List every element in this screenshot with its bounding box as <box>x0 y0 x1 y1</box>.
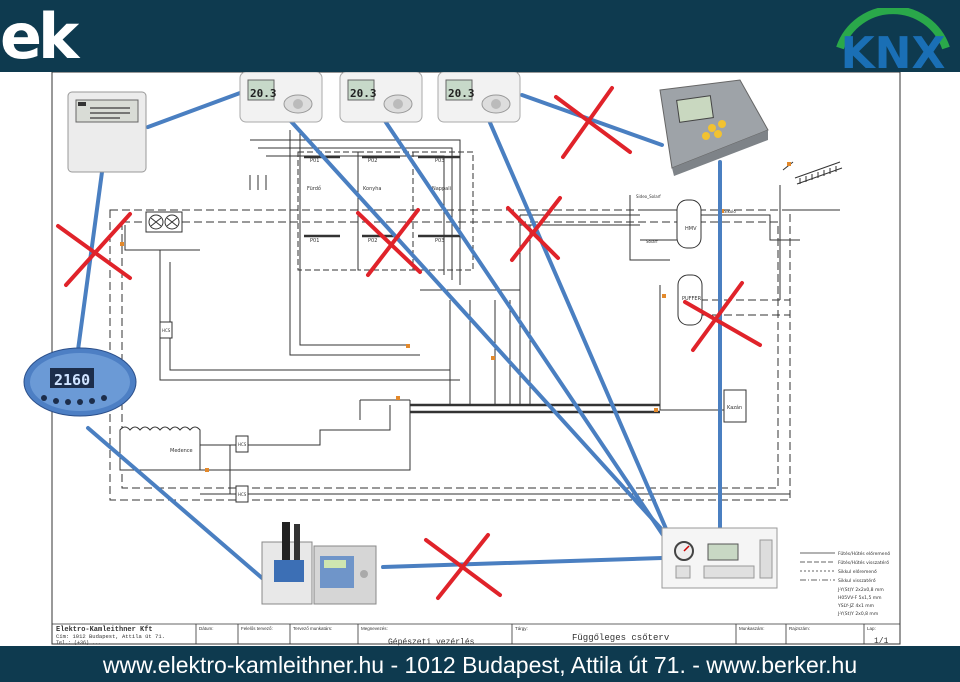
room-name: Konyha <box>363 186 381 192</box>
ac-controller <box>67 91 147 173</box>
footer-text: www.elektro-kamleithner.hu - 1012 Budape… <box>102 652 858 678</box>
room-labels: P01 P02 P03 Fürdő Konyha Nappali P01 P02… <box>307 158 451 244</box>
col-header: Tervező munkatárs: <box>293 626 332 631</box>
boiler: Kazán <box>723 389 747 423</box>
col-header: Munkaszám: <box>739 626 765 631</box>
knx-logo: KNX <box>836 8 950 72</box>
pool-dosing-station <box>261 522 377 605</box>
kazan-label: Kazán <box>727 404 742 411</box>
col-header: Lap: <box>867 626 876 631</box>
room-top-label: P03 <box>435 158 444 164</box>
room-bottom-label: P01 <box>310 238 319 244</box>
legend-item: Fűtés/Hűtés visszatérő <box>838 559 889 566</box>
hcs-label: HCS <box>162 328 171 333</box>
sikolo-label: Sikolo <box>724 209 736 214</box>
heat-exchangers: HCS HCS HCS <box>159 321 249 503</box>
pool-basin: Medence <box>119 426 201 471</box>
legend-item: J-Y(St)Y 2x0,8 mm <box>837 611 878 617</box>
fancoil-unit <box>145 211 183 233</box>
hcs-label: HCS <box>238 492 247 497</box>
col-header: Rajzszám: <box>789 626 810 631</box>
bus-connections <box>76 91 722 580</box>
solar-controller <box>659 79 769 176</box>
cross-mark <box>506 196 562 262</box>
room-top-label: P01 <box>310 158 319 164</box>
col-header: Dátum: <box>199 626 214 631</box>
legend-item: H05VV-F 5x1,5 mm <box>838 595 882 601</box>
hcs-label: HCS <box>238 442 247 447</box>
col-header: Tárgy: <box>515 626 528 631</box>
knx-text: KNX <box>841 28 946 72</box>
room-name: Nappali <box>432 186 451 192</box>
room-name: Fürdő <box>307 186 321 192</box>
title-block-text: Elektro-Kamleithner Kft Cím: 1012 Budape… <box>56 626 889 646</box>
legend-item: J-Y(St)Y 2x2x0,8 mm <box>837 587 884 593</box>
medence-label: Medence <box>170 448 193 454</box>
thermostat-display: 20.3 <box>350 87 377 100</box>
thermostat-display: 20.3 <box>250 87 277 100</box>
ek-logo: ek <box>0 0 79 73</box>
pipe-labels: Sideo_Solarf Solarf Sikolo <box>636 194 736 244</box>
cross-mark <box>554 86 632 159</box>
puffer-label: PUFFER <box>682 296 702 302</box>
company-address: Cím: 1012 Budapest, Attila út 71. <box>56 633 165 640</box>
room-bottom-label: P03 <box>435 238 444 244</box>
cross-mark <box>56 212 132 287</box>
thermostat-display: 20.3 <box>448 87 475 100</box>
company-phone: Tel.: (+36) ... <box>56 640 101 646</box>
puffer-tank: PUFFER <box>677 274 703 326</box>
footer-bar: www.elektro-kamleithner.hu - 1012 Budape… <box>0 646 960 682</box>
megnevezes-value: Gépészeti vezérlés <box>388 638 475 646</box>
cross-mark <box>356 208 422 277</box>
header-bar: ek KNX <box>0 0 960 72</box>
thermostat: 20.3 <box>339 72 423 123</box>
col-header: Megnevezés: <box>361 626 388 631</box>
central-controller <box>661 527 778 589</box>
targy-value: Függőleges csőterv <box>572 633 670 643</box>
red-cross-marks <box>56 86 762 600</box>
col-header: Felelős tervező: <box>241 626 273 631</box>
piping-diagram: P01 P02 P03 Fürdő Konyha Nappali P01 P02… <box>23 72 901 646</box>
pool-controller: 2160 <box>23 347 137 417</box>
company-name: Elektro-Kamleithner Kft <box>56 626 153 634</box>
legend-item: YSLY-JZ 4x1 mm <box>837 603 874 609</box>
hmv-label: HMV <box>685 226 697 232</box>
knx-arc <box>836 8 950 50</box>
solar-pipe-label: Sideo_Solarf <box>636 194 661 199</box>
room-bottom-label: P02 <box>368 238 377 244</box>
title-block <box>52 623 900 644</box>
hmv-tank: HMV <box>676 199 702 249</box>
thermostat: 20.3 <box>437 72 521 123</box>
legend: Fűtés/Hűtés előremenő Fűtés/Hűtés vissza… <box>800 550 890 617</box>
cross-mark <box>683 281 762 352</box>
legend-item: Sikkul előremenő <box>838 569 877 575</box>
legend-item: Fűtés/Hűtés előremenő <box>838 550 890 557</box>
legend-item: Sikkul visszatérő <box>838 577 876 584</box>
lap-value: 1/1 <box>874 637 889 646</box>
solar-pipe-label: Solarf <box>646 239 658 244</box>
cross-mark <box>424 533 502 600</box>
thermostat: 20.3 <box>239 72 323 123</box>
pool-controller-display: 2160 <box>54 371 90 389</box>
room-top-label: P02 <box>368 158 377 164</box>
